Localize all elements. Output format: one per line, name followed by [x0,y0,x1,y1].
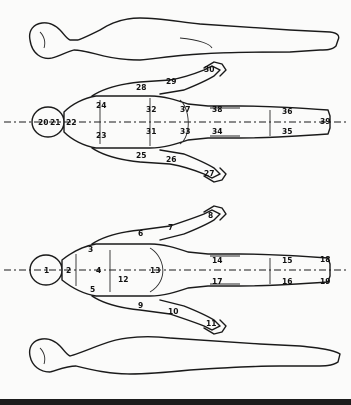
region-label-26: 26 [166,155,176,164]
region-label-35: 35 [282,127,292,136]
region-label-22: 22 [66,118,76,127]
region-label-18: 18 [320,255,330,264]
region-label-5: 5 [90,285,95,294]
region-label-17: 17 [212,277,222,286]
region-label-27: 27 [204,169,214,178]
region-label-21: 21 [50,118,60,127]
region-label-28: 28 [136,83,146,92]
region-label-31: 31 [146,127,156,136]
region-label-38: 38 [212,105,222,114]
region-label-29: 29 [166,77,176,86]
bottom-border [0,399,351,405]
side-profile-figure-top [30,18,339,60]
region-label-10: 10 [168,307,178,316]
region-label-13: 13 [150,266,160,275]
region-label-4: 4 [96,266,101,275]
region-label-34: 34 [212,127,222,136]
region-label-32: 32 [146,105,156,114]
region-label-36: 36 [282,107,292,116]
region-label-3: 3 [88,245,93,254]
region-label-7: 7 [168,223,173,232]
region-label-1: 1 [44,266,49,275]
region-label-8: 8 [208,211,213,220]
region-label-6: 6 [138,229,143,238]
side-profile-figure-bottom [30,337,340,374]
region-label-12: 12 [118,275,128,284]
region-label-19: 19 [320,277,330,286]
region-label-11: 11 [206,319,216,328]
region-label-15: 15 [282,256,292,265]
region-label-25: 25 [136,151,146,160]
region-label-16: 16 [282,277,292,286]
region-label-30: 30 [204,65,214,74]
region-label-23: 23 [96,131,106,140]
region-label-39: 39 [320,117,330,126]
region-label-33: 33 [180,127,190,136]
region-label-37: 37 [180,105,190,114]
region-label-9: 9 [138,301,143,310]
region-label-2: 2 [66,266,71,275]
region-label-20: 20 [38,118,48,127]
region-label-24: 24 [96,101,106,110]
region-label-14: 14 [212,256,222,265]
